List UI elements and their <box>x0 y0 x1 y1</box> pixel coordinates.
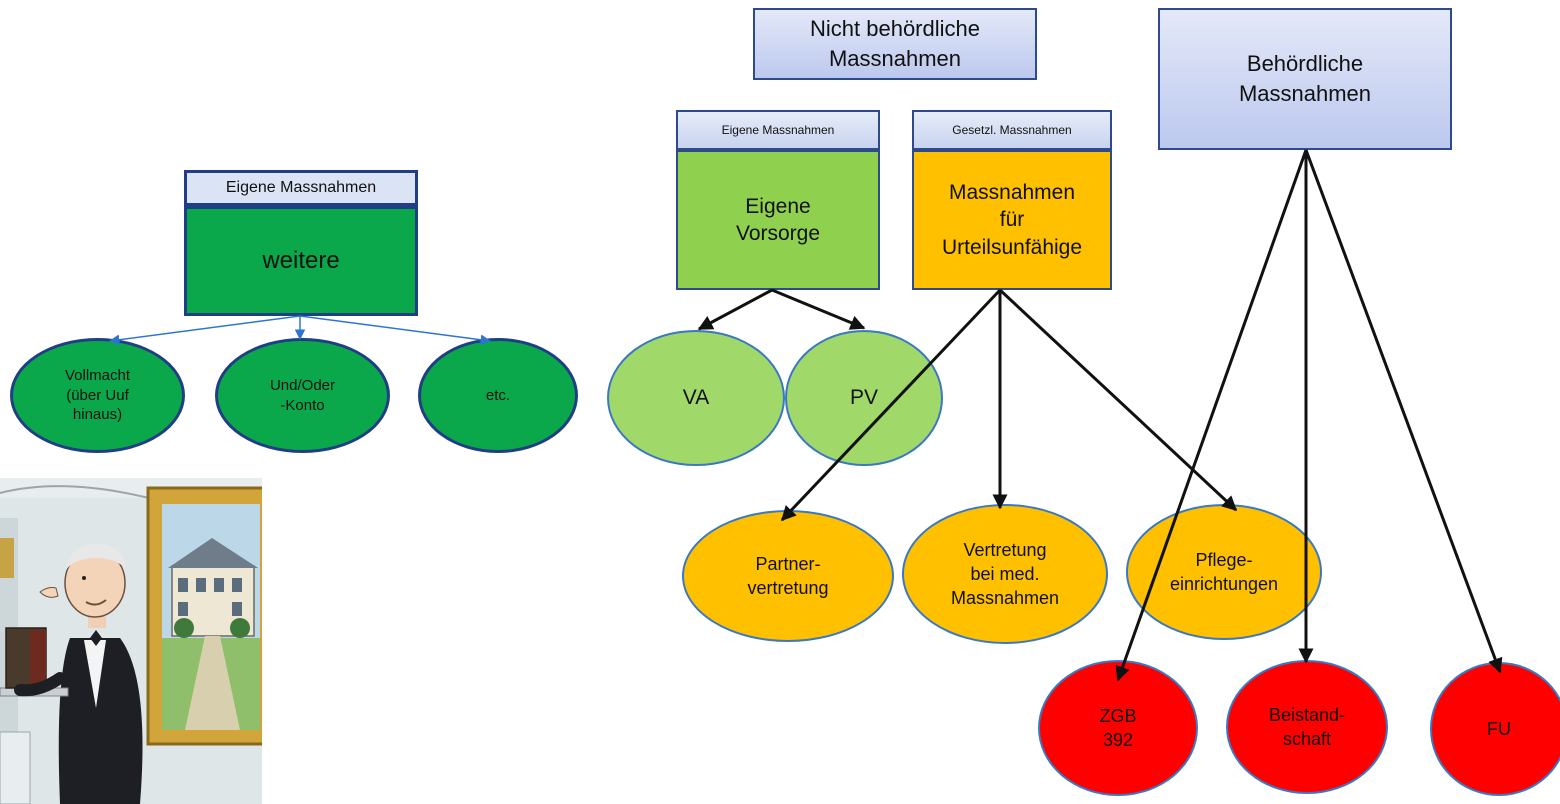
arrow-weitere-vollmacht <box>108 315 301 345</box>
ellipse-beistandschaft: Beistand- schaft <box>1226 660 1388 794</box>
ellipse-zgb-392: ZGB 392 <box>1038 660 1198 796</box>
ellipse-fu: FU <box>1430 662 1560 796</box>
ellipse-etc: etc. <box>418 338 578 453</box>
arrow-vorsorge-va <box>697 288 773 331</box>
arrow-weitere-etc <box>299 315 492 345</box>
ellipse-und-oder-konto: Und/Oder -Konto <box>215 338 390 453</box>
header-gesetzl-massnahmen: Gesetzl. Massnahmen <box>912 110 1112 150</box>
ellipse-pv: PV <box>785 330 943 466</box>
butler-illustration <box>0 478 280 804</box>
arrow-gesetzl-pflege <box>998 288 1238 512</box>
arrow-vorsorge-pv <box>771 288 866 330</box>
left-box-weitere: weitere <box>184 206 418 316</box>
left-header-eigene-massnahmen: Eigene Massnahmen <box>184 170 418 206</box>
header-eigene-massnahmen: Eigene Massnahmen <box>676 110 880 150</box>
ellipse-va: VA <box>607 330 785 466</box>
ellipse-vollmacht: Vollmacht (über Uuf hinaus) <box>10 338 185 453</box>
box-behoerdliche-massnahmen: Behördliche Massnahmen <box>1158 8 1452 150</box>
ellipse-vertretung-med-massnahmen: Vertretung bei med. Massnahmen <box>902 504 1108 644</box>
box-nicht-behoerdliche-massnahmen: Nicht behördliche Massnahmen <box>753 8 1037 80</box>
box-eigene-vorsorge: Eigene Vorsorge <box>676 150 880 290</box>
ellipse-partnervertretung: Partner- vertretung <box>682 510 894 642</box>
ellipse-pflegeeinrichtungen: Pflege- einrichtungen <box>1126 504 1322 640</box>
arrow-behoerdlich-fu <box>1304 149 1503 674</box>
box-massnahmen-urteilsunfaehige: Massnahmen für Urteilsunfähige <box>912 150 1112 290</box>
